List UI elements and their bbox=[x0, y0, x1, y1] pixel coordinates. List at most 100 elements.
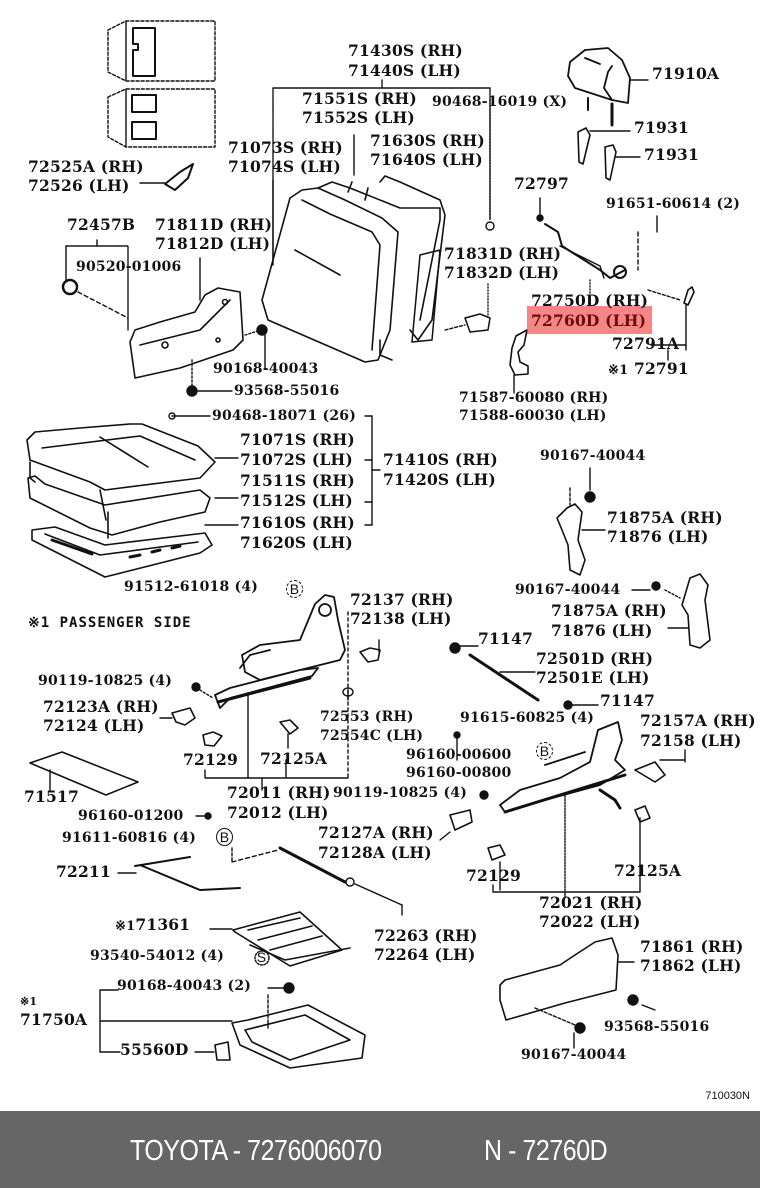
part-label[interactable]: ※171361 bbox=[115, 915, 190, 937]
part-label[interactable]: 90119-10825 (4) bbox=[333, 785, 468, 801]
part-label[interactable]: 71832D (LH) bbox=[444, 263, 560, 282]
part-label[interactable]: 90168-40043 bbox=[213, 361, 319, 377]
seat-frame-71361 bbox=[233, 912, 350, 966]
part-label[interactable]: 90167-40044 bbox=[540, 448, 646, 464]
part-label[interactable]: 72125A bbox=[614, 861, 682, 880]
part-label[interactable]: 71831D (RH) bbox=[444, 244, 562, 263]
part-label[interactable]: 71440S (LH) bbox=[348, 61, 461, 80]
part-label[interactable]: 90168-40043 (2) bbox=[117, 978, 252, 994]
part-label[interactable]: 72263 (RH) bbox=[374, 926, 478, 945]
part-label[interactable]: 72211 bbox=[56, 862, 111, 881]
part-label[interactable]: 71512S (LH) bbox=[240, 491, 353, 510]
part-label[interactable]: 72501E (LH) bbox=[536, 668, 650, 687]
footnote-text: PASSENGER SIDE bbox=[59, 615, 192, 631]
part-label[interactable]: 71876 (LH) bbox=[607, 527, 709, 546]
part-label[interactable]: 96160-01200 bbox=[78, 808, 184, 824]
part-label[interactable]: 96160-00600 bbox=[406, 747, 512, 763]
headrest-guide-2 bbox=[605, 145, 616, 180]
part-label[interactable]: 91651-60614 (2) bbox=[606, 196, 741, 212]
part-label[interactable]: 72124 (LH) bbox=[43, 716, 145, 735]
part-label[interactable]: 90468-16019 (X) bbox=[432, 94, 568, 110]
part-label[interactable]: 72525A (RH) bbox=[28, 157, 144, 176]
part-label[interactable]: 71931 bbox=[634, 118, 689, 137]
part-label[interactable]: 71420S (LH) bbox=[383, 470, 496, 489]
part-label[interactable]: 72138 (LH) bbox=[350, 609, 452, 628]
part-label[interactable]: 72011 (RH) bbox=[227, 783, 331, 802]
part-label[interactable]: 72129 bbox=[466, 866, 521, 885]
part-label[interactable]: 71587-60080 (RH) bbox=[459, 390, 609, 406]
part-label[interactable]: 90119-10825 (4) bbox=[38, 673, 173, 689]
part-label[interactable]: 72797 bbox=[514, 174, 569, 193]
part-label[interactable]: 72554C (LH) bbox=[320, 728, 424, 744]
callout-s: S bbox=[256, 949, 267, 965]
part-label[interactable]: 93568-55016 bbox=[234, 383, 340, 399]
footnote-mark: ※1 bbox=[608, 363, 629, 378]
drawing-code: 710030N bbox=[705, 1090, 750, 1102]
part-label[interactable]: 90167-40044 bbox=[515, 582, 621, 598]
part-label[interactable]: 72137 (RH) bbox=[350, 590, 454, 609]
seat-track-left bbox=[215, 595, 345, 708]
part-label[interactable]: 72128A (LH) bbox=[318, 843, 432, 862]
part-label[interactable]: 71640S (LH) bbox=[370, 150, 483, 169]
part-label[interactable]: 71875A (RH) bbox=[607, 508, 723, 527]
part-label[interactable]: 71811D (RH) bbox=[155, 215, 273, 234]
part-label[interactable]: 72021 (RH) bbox=[539, 893, 643, 912]
part-label[interactable]: 72457B bbox=[67, 215, 136, 234]
part-label[interactable]: 90468-18071 (26) bbox=[212, 408, 357, 424]
recliner-cover-left bbox=[130, 288, 243, 378]
part-label[interactable]: 72501D (RH) bbox=[536, 649, 654, 668]
highlighted-part-label[interactable]: 72760D (LH) bbox=[531, 311, 647, 330]
part-label[interactable]: 71812D (LH) bbox=[155, 234, 271, 253]
part-label[interactable]: 91615-60825 (4) bbox=[460, 710, 595, 726]
part-label[interactable]: 71620S (LH) bbox=[240, 533, 353, 552]
part-label[interactable]: 71552S (LH) bbox=[302, 108, 415, 127]
part-label[interactable]: 71072S (LH) bbox=[240, 450, 353, 469]
part-label[interactable]: 71147 bbox=[600, 691, 655, 710]
part-label[interactable]: 72129 bbox=[183, 750, 238, 769]
part-label[interactable]: 71931 bbox=[644, 145, 699, 164]
part-label[interactable]: 71551S (RH) bbox=[302, 89, 417, 108]
headrest bbox=[568, 48, 630, 125]
part-label[interactable]: 71750A bbox=[20, 1010, 88, 1029]
part-label[interactable]: 72125A bbox=[260, 749, 328, 768]
part-label[interactable]: 71511S (RH) bbox=[240, 471, 355, 490]
part-label[interactable]: 72123A (RH) bbox=[43, 697, 159, 716]
part-label[interactable]: 71861 (RH) bbox=[640, 937, 744, 956]
part-label[interactable]: 72157A (RH) bbox=[640, 711, 756, 730]
part-label[interactable]: 71410S (RH) bbox=[383, 450, 498, 469]
part-label[interactable]: 55560D bbox=[120, 1040, 189, 1059]
part-label[interactable]: 72127A (RH) bbox=[318, 823, 434, 842]
part-label[interactable]: 93568-55016 bbox=[604, 1019, 710, 1035]
part-label[interactable]: 71910A bbox=[652, 64, 720, 83]
part-label[interactable]: 71862 (LH) bbox=[640, 956, 742, 975]
part-label[interactable]: 71588-60030 (LH) bbox=[459, 408, 607, 424]
part-label[interactable]: 72526 (LH) bbox=[28, 176, 130, 195]
headrest-guide-1 bbox=[578, 128, 590, 164]
part-label[interactable]: ※1 72791 bbox=[608, 359, 689, 381]
part-label[interactable]: 93540-54012 (4) bbox=[90, 948, 225, 964]
part-label[interactable]: 72750D (RH) bbox=[531, 291, 649, 310]
part-label[interactable]: 72791A bbox=[612, 334, 680, 353]
part-label[interactable]: 71074S (LH) bbox=[228, 157, 341, 176]
part-label[interactable]: 71630S (RH) bbox=[370, 131, 485, 150]
part-label[interactable]: 71073S (RH) bbox=[228, 138, 343, 157]
part-label[interactable]: 72012 (LH) bbox=[227, 803, 329, 822]
part-label[interactable]: 96160-00800 bbox=[406, 765, 512, 781]
part-label[interactable]: 72553 (RH) bbox=[320, 709, 414, 725]
part-label[interactable]: 72264 (LH) bbox=[374, 945, 476, 964]
part-label[interactable]: 71147 bbox=[478, 629, 533, 648]
footer-brand-part-number: TOYOTA - 7276006070 bbox=[130, 1135, 382, 1167]
part-label[interactable]: 71517 bbox=[24, 787, 79, 806]
callout-b: B bbox=[216, 828, 233, 846]
part-label[interactable]: 71430S (RH) bbox=[348, 41, 463, 60]
part-label[interactable]: 91512-61018 (4) bbox=[124, 579, 259, 595]
part-label[interactable]: 91611-60816 (4) bbox=[62, 830, 197, 846]
part-label[interactable]: 72022 (LH) bbox=[539, 912, 641, 931]
part-label[interactable]: 71071S (RH) bbox=[240, 430, 355, 449]
part-label[interactable]: 71610S (RH) bbox=[240, 513, 355, 532]
part-label[interactable]: 90520-01006 bbox=[76, 259, 182, 275]
part-label[interactable]: 71875A (RH) bbox=[551, 601, 667, 620]
part-label[interactable]: 90167-40044 bbox=[521, 1047, 627, 1063]
part-label[interactable]: 71876 (LH) bbox=[551, 621, 653, 640]
part-label[interactable]: 72158 (LH) bbox=[640, 731, 742, 750]
